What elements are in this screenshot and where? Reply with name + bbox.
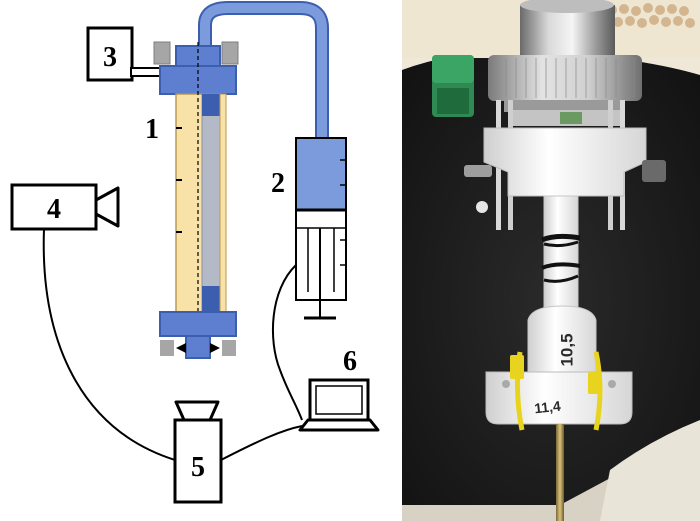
metal-cylinder [520,5,615,57]
white-lower-block [527,305,597,379]
label-6: 6 [343,346,357,377]
label-2: 2 [271,168,285,199]
white-tube [543,195,579,327]
tube-mark-10-5: 10,5 [557,333,576,366]
camera-4 [10,183,120,231]
column-1 [153,41,239,359]
box-3 [86,26,134,82]
cable-light-to-laptop [220,425,303,461]
label-1: 1 [145,114,159,145]
cable-camera-to-light [42,228,176,461]
syringe-2 [295,137,347,320]
light-source-5 [173,400,223,504]
zip-ties [510,351,603,431]
label-4: 4 [47,194,61,225]
brass-needle [556,424,564,521]
label-5: 5 [191,452,205,483]
photo-panel: 10,5 11,4 [402,0,700,521]
cable-syringe-to-laptop [271,264,303,421]
white-top-holder [483,127,647,197]
laptop-6 [298,378,380,432]
knurled-nut [488,55,642,101]
tube-mark-11-4: 11,4 [533,398,561,417]
schematic-panel: 3 [10,1,380,504]
label-3: 3 [103,42,117,73]
